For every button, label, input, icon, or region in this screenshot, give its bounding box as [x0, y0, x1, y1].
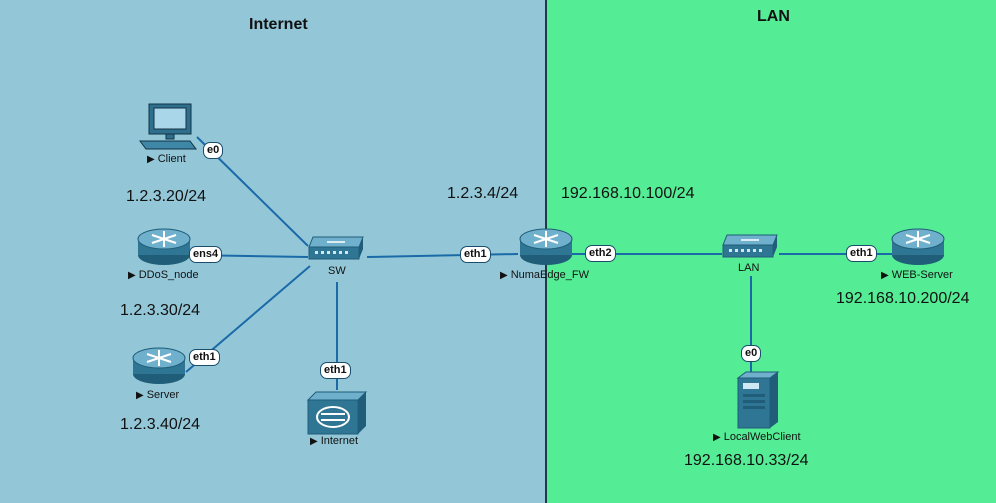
port-web-eth1[interactable]: eth1: [846, 245, 877, 262]
ip-label-client: 1.2.3.20/24: [126, 188, 207, 205]
node-ddos[interactable]: [136, 227, 192, 272]
node-label-server: ▶Server: [136, 389, 180, 401]
ip-label-local-web-client: 192.168.10.33/24: [684, 452, 809, 469]
ip-label-ddos: 1.2.3.30/24: [120, 302, 201, 319]
switch-icon: [722, 234, 778, 258]
node-server[interactable]: [131, 346, 187, 391]
cloud-gateway-icon: [306, 391, 368, 435]
node-numaedge-fw[interactable]: [518, 227, 574, 272]
zone-internet: Internet: [0, 0, 546, 503]
node-label-sw: SW: [328, 265, 346, 277]
node-sw[interactable]: [307, 235, 367, 268]
node-local-web-client[interactable]: [736, 370, 782, 435]
ip-label-server: 1.2.3.40/24: [120, 416, 201, 433]
node-label-internet: ▶Internet: [310, 435, 359, 447]
port-fw-eth1[interactable]: eth1: [460, 246, 491, 263]
zone-title-lan: LAN: [757, 8, 790, 25]
port-server-eth1[interactable]: eth1: [189, 349, 220, 366]
ip-label-fw-inside: 192.168.10.100/24: [561, 185, 695, 202]
port-internet-eth1[interactable]: eth1: [320, 362, 351, 379]
link-sw-fw[interactable]: [366, 253, 519, 258]
node-label-lan-switch: LAN: [738, 262, 760, 274]
switch-icon: [308, 236, 364, 260]
computer-icon: [139, 103, 197, 150]
node-lan-switch[interactable]: [721, 233, 781, 266]
port-fw-eth2[interactable]: eth2: [585, 245, 616, 262]
node-label-client: ▶Client: [147, 153, 186, 165]
node-client[interactable]: [138, 103, 198, 158]
router-icon: [519, 228, 573, 265]
router-icon: [137, 228, 191, 265]
port-ddos-ens4[interactable]: ens4: [189, 246, 223, 263]
port-client-e0[interactable]: e0: [203, 142, 224, 159]
router-icon: [132, 347, 186, 384]
ip-label-fw-outside: 1.2.3.4/24: [447, 185, 519, 202]
node-label-numaedge-fw: ▶NumaEdge_FW: [500, 269, 589, 281]
port-localweb-e0[interactable]: e0: [741, 345, 762, 362]
zone-title-internet: Internet: [249, 16, 308, 33]
node-web-server[interactable]: [890, 227, 946, 272]
server-tower-icon: [736, 371, 780, 429]
node-label-ddos: ▶DDoS_node: [128, 269, 199, 281]
node-label-web-server: ▶WEB-Server: [881, 269, 953, 281]
node-label-local-web-client: ▶LocalWebClient: [713, 431, 801, 443]
router-icon: [891, 228, 945, 265]
node-internet[interactable]: [306, 390, 368, 441]
ip-label-web-server: 192.168.10.200/24: [836, 290, 970, 307]
